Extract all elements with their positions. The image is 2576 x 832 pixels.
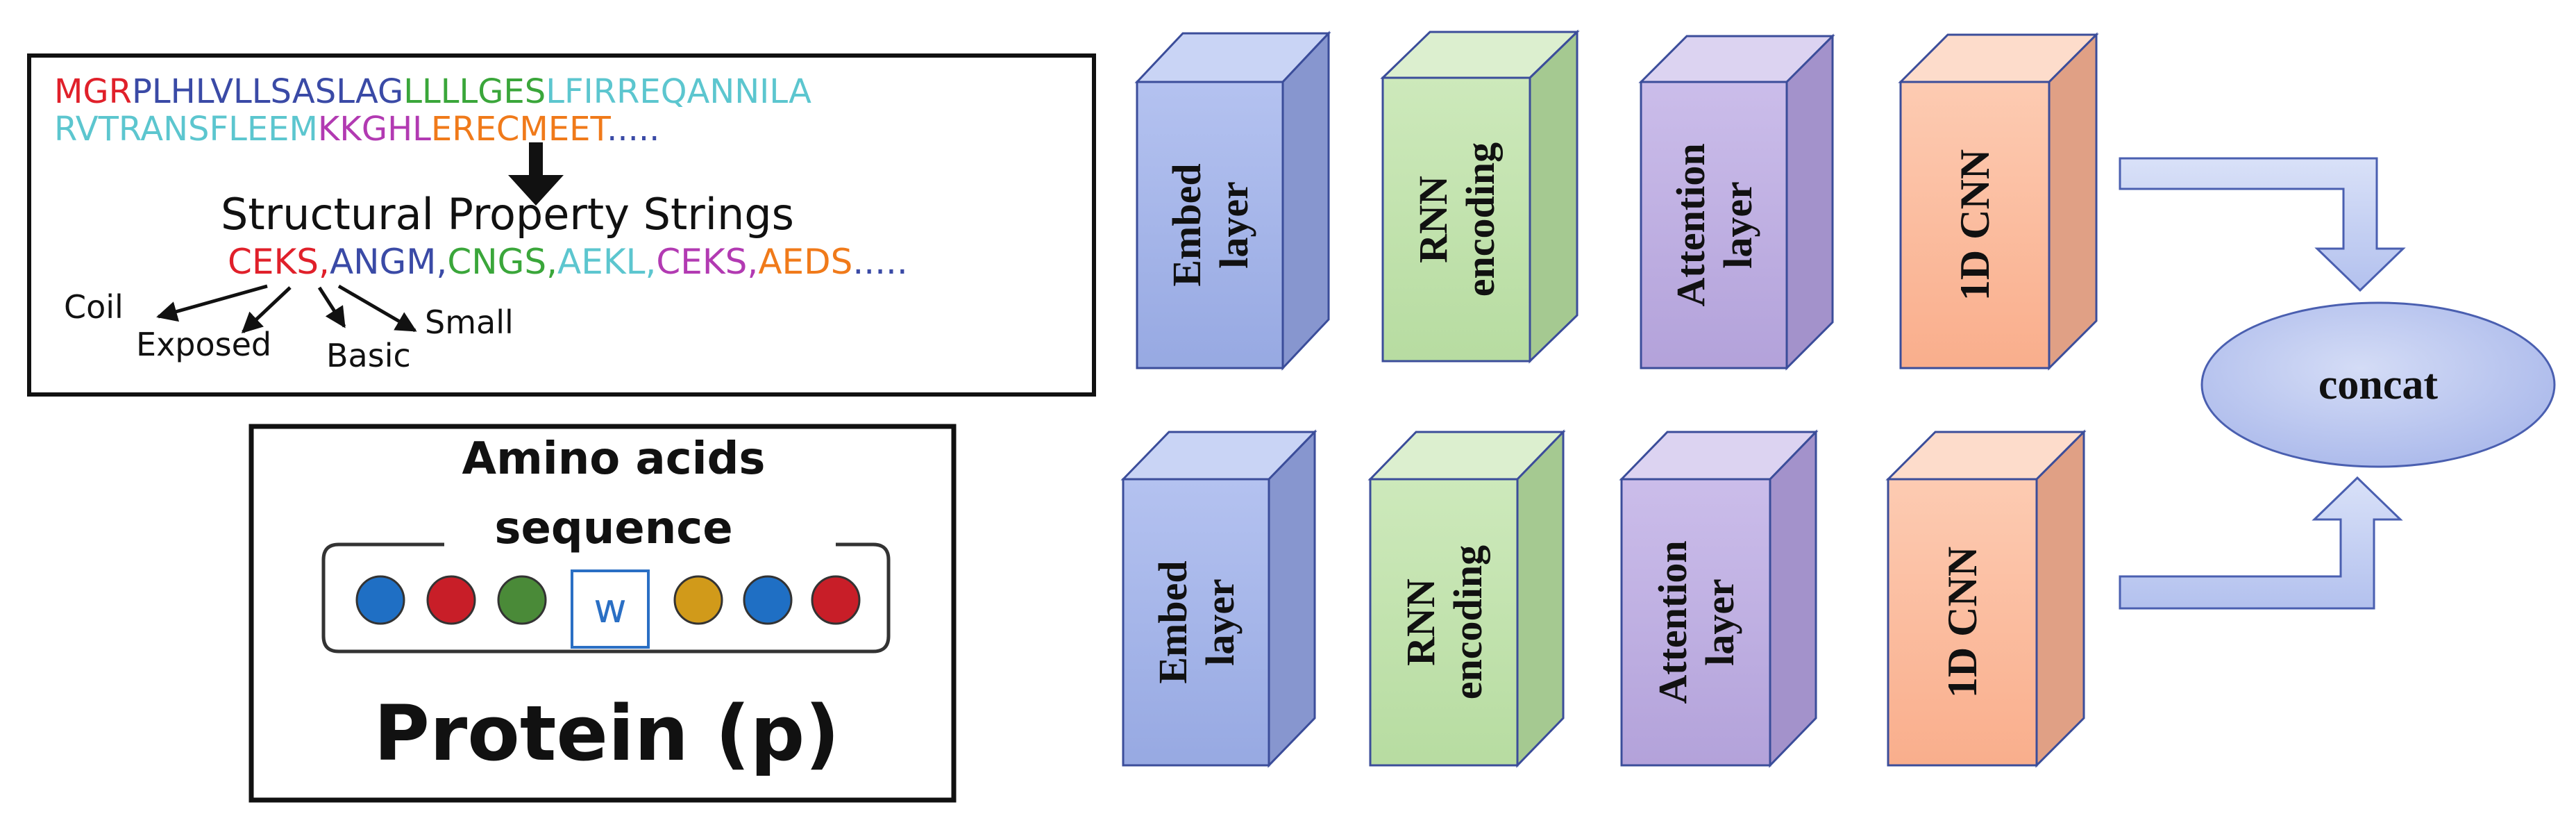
attention-label-bottom: Attentionlayer xyxy=(1650,540,1742,704)
property-arrows xyxy=(156,284,417,334)
seq-seg-3: LLLLGES xyxy=(403,72,546,111)
embed-label-top: Embedlayer xyxy=(1164,163,1256,286)
seq-seg-5: RVTRANSFLEEM xyxy=(54,110,318,149)
sequence-line-1: MGRPLHLVLLSASLAGLLLLGESLFIRREQANNILA xyxy=(54,72,811,111)
bottom-elbow-arrow-icon xyxy=(2119,476,2403,610)
amino-acid-box xyxy=(571,569,650,649)
code-2: ANGM, xyxy=(330,242,447,282)
rnn-label-top: RNNencoding xyxy=(1411,142,1503,297)
sequence-line-2: RVTRANSFLEEMKKGHLERECMEET..... xyxy=(54,110,659,149)
rnn-encoding-block-top: RNNencoding xyxy=(1380,29,1580,364)
rnn-encoding-block-bottom: RNNencoding xyxy=(1367,429,1566,768)
amino-acid-bead xyxy=(497,575,547,625)
arrow-to-exposed xyxy=(241,286,292,334)
label-basic: Basic xyxy=(326,337,411,374)
attention-layer-block-top: Attentionlayer xyxy=(1638,33,1835,371)
seq-seg-7: ERECMEET xyxy=(431,110,612,149)
seq-seg-1: MGR xyxy=(54,72,132,111)
protein-panel: Amino acids sequence w Protein (p) xyxy=(249,424,957,803)
seq-seg-6: KKGHL xyxy=(318,110,431,149)
down-arrow-icon xyxy=(508,142,564,206)
structural-codes: CEKS,ANGM,CNGS,AEKL,CEKS,AEDS..... xyxy=(228,242,908,282)
label-coil: Coil xyxy=(64,288,124,326)
amino-acid-beads: w xyxy=(355,569,861,649)
embed-layer-block-bottom: Embedlayer xyxy=(1120,429,1318,768)
protein-title-line-2: sequence xyxy=(494,503,732,554)
concat-node: concat xyxy=(2200,301,2556,468)
arrow-to-basic xyxy=(317,286,346,328)
embed-layer-block-top: Embedlayer xyxy=(1134,31,1331,371)
embed-label-bottom: Embedlayer xyxy=(1150,560,1243,683)
seq-seg-2: PLHLVLLSASLAG xyxy=(132,72,403,111)
amino-acid-bead xyxy=(743,575,793,625)
cnn-label-bottom: 1D CNN xyxy=(1939,547,1985,698)
label-exposed: Exposed xyxy=(136,326,271,363)
structural-property-panel: MGRPLHLVLLSASLAGLLLLGESLFIRREQANNILA RVT… xyxy=(27,53,1096,397)
amino-acid-bead xyxy=(355,575,405,625)
code-7: ..... xyxy=(852,242,907,282)
code-1: CEKS, xyxy=(228,242,330,282)
structural-panel-border xyxy=(27,53,1096,397)
protein-caption: Protein (p) xyxy=(373,689,839,778)
rnn-label-bottom: RNNencoding xyxy=(1398,545,1490,699)
top-elbow-arrow-icon xyxy=(2119,157,2406,292)
code-6: AEDS xyxy=(758,242,852,282)
sequence-bracket xyxy=(321,542,891,654)
attention-label-top: Attentionlayer xyxy=(1668,143,1760,306)
code-4: AEKL, xyxy=(557,242,656,282)
amino-acid-bead xyxy=(426,575,476,625)
amino-acid-bead xyxy=(673,575,723,625)
arrow-to-coil xyxy=(156,284,268,322)
code-3: CNGS, xyxy=(447,242,557,282)
seq-seg-8: ..... xyxy=(607,110,659,149)
code-5: CEKS, xyxy=(656,242,758,282)
concat-label: concat xyxy=(2318,361,2439,408)
arrow-to-small xyxy=(337,284,417,333)
label-small: Small xyxy=(425,303,514,341)
seq-seg-4: LFIRREQANNILA xyxy=(546,72,811,111)
protein-title-line-1: Amino acids xyxy=(462,433,766,485)
cnn-block-bottom: 1D CNN xyxy=(1885,429,2087,768)
cnn-block-top: 1D CNN xyxy=(1898,32,2099,371)
cnn-label-top: 1D CNN xyxy=(1952,149,1998,301)
attention-layer-block-bottom: Attentionlayer xyxy=(1619,429,1819,768)
amino-acid-letter: w xyxy=(594,585,626,632)
amino-acid-bead xyxy=(811,575,861,625)
structural-title: Structural Property Strings xyxy=(221,189,794,240)
